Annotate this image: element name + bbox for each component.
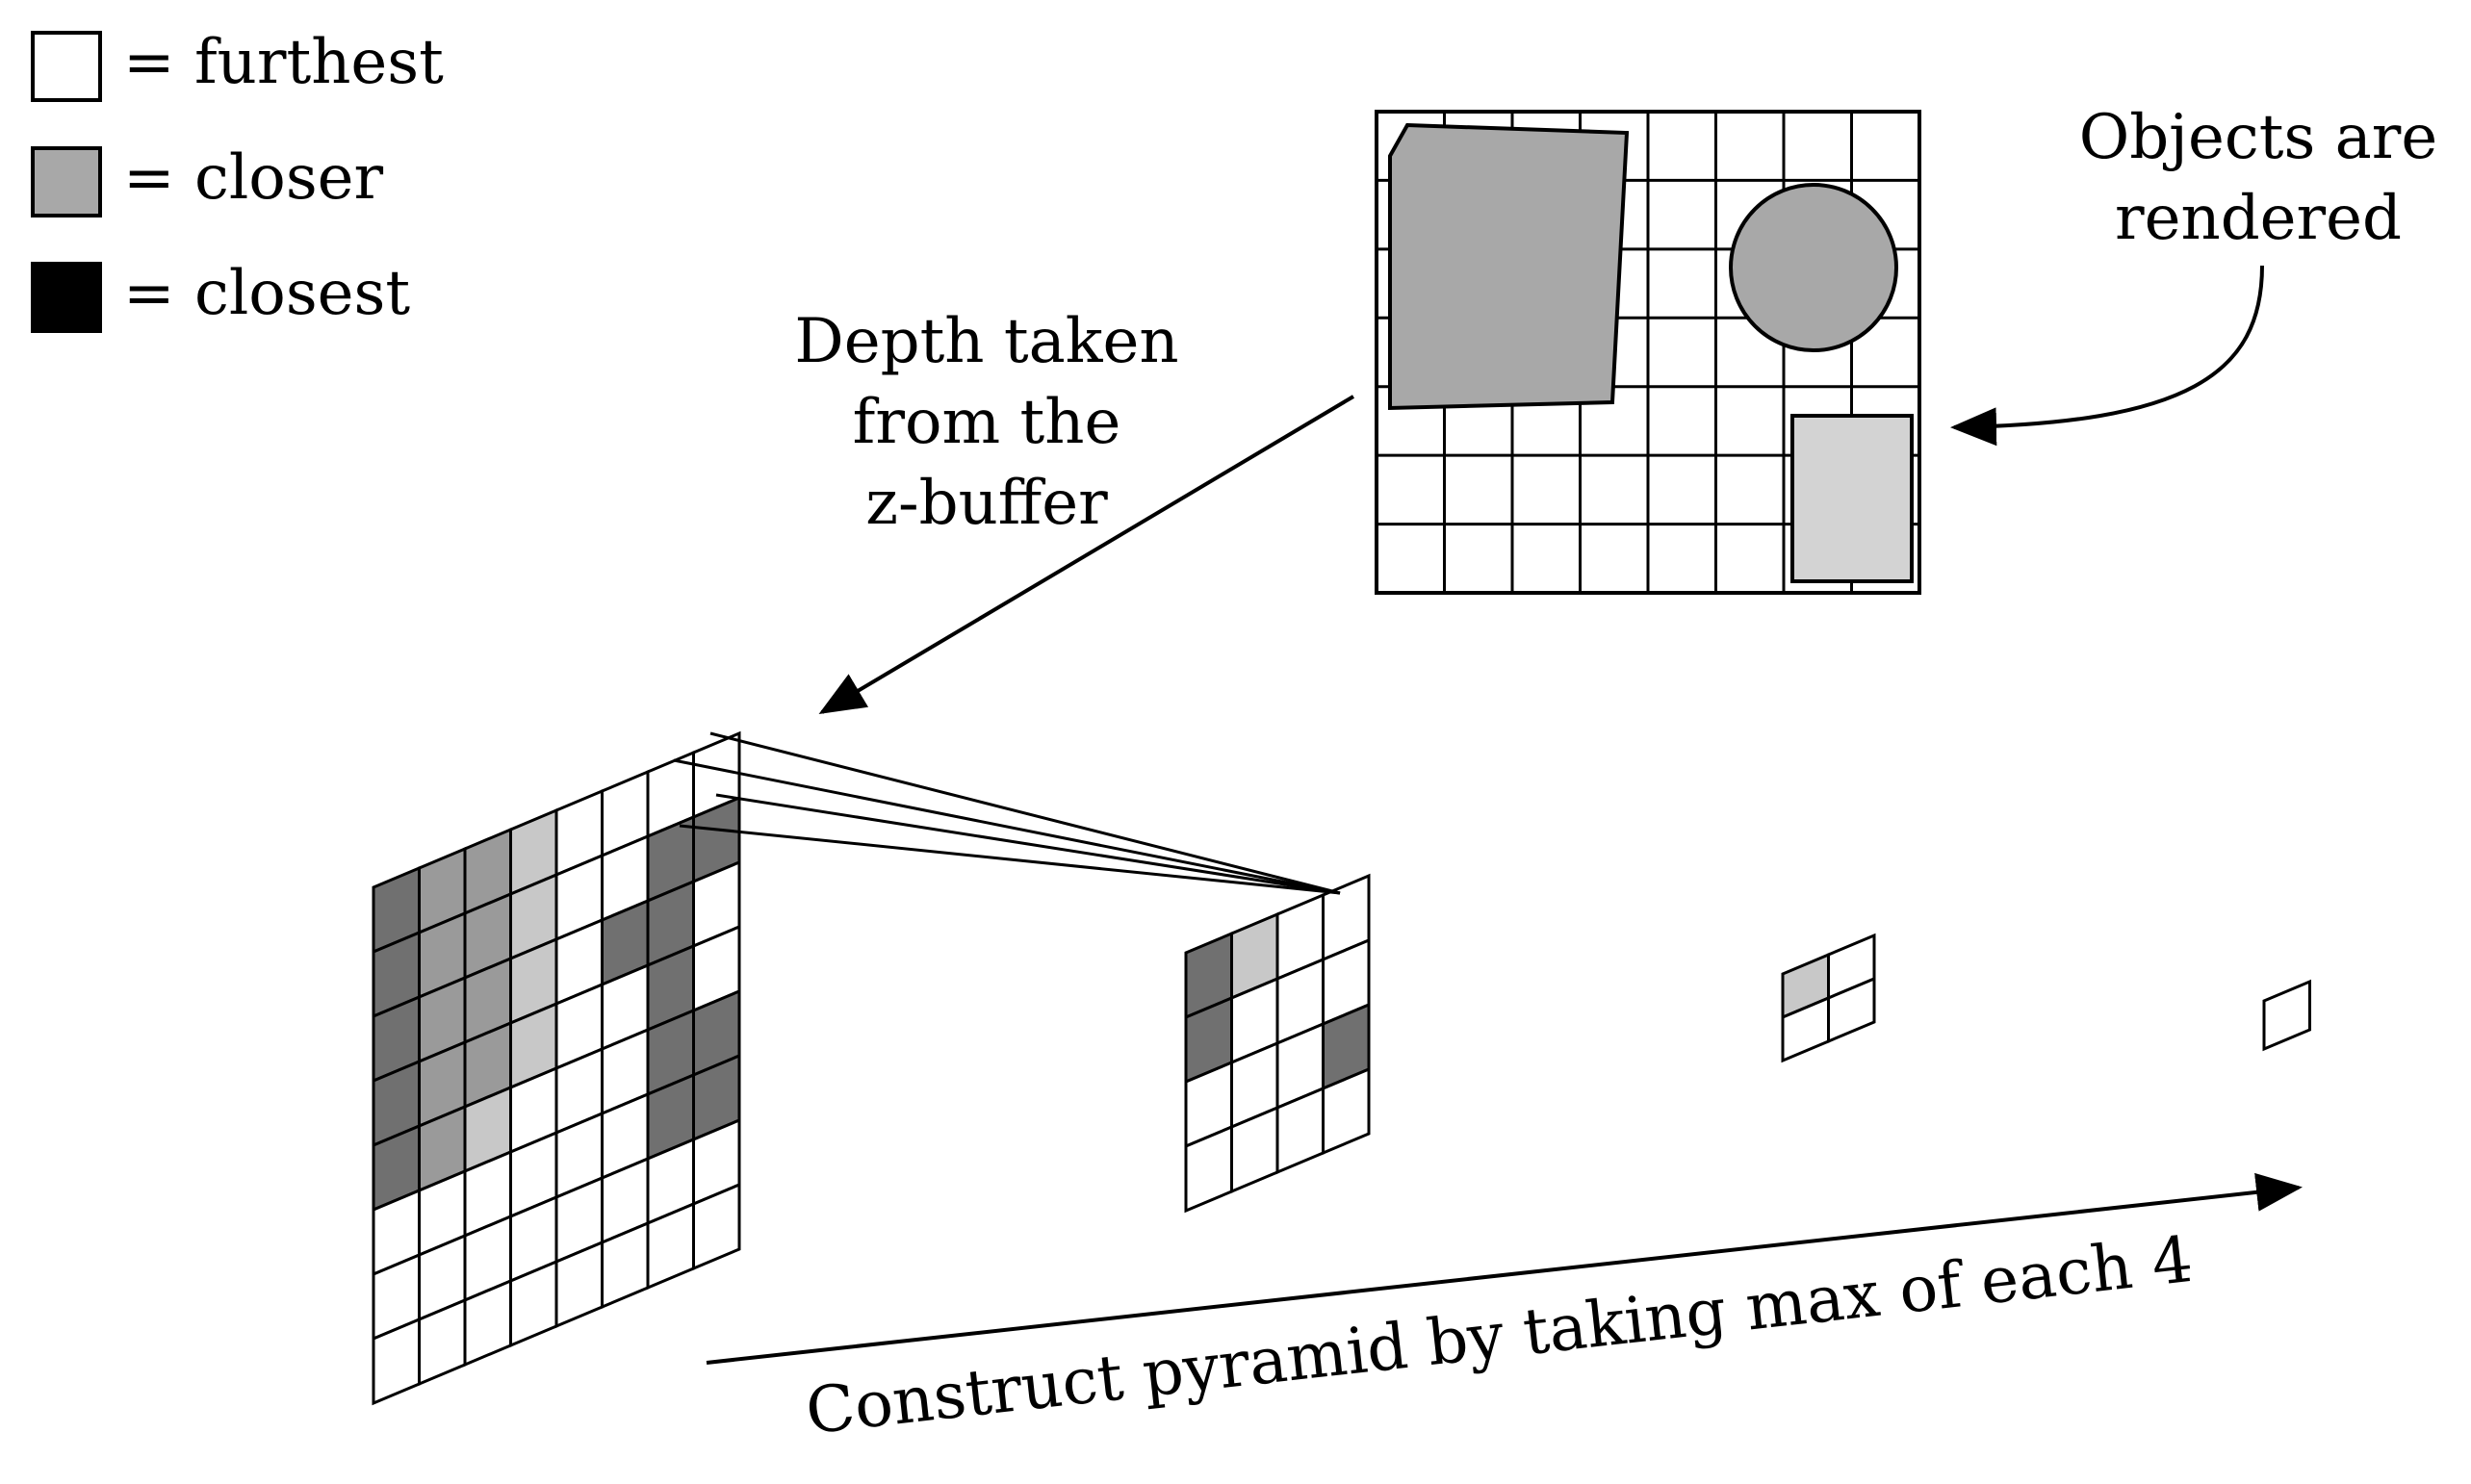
objects-rendered-arrow [1950, 265, 2264, 447]
pyramid-label: Construct pyramid by taking max of each … [802, 1222, 2196, 1448]
downsample-line-4 [679, 824, 1341, 895]
downsample-line-1 [709, 731, 1341, 895]
legend: = furthest = closer = closest [31, 27, 444, 333]
depth-pyramid [372, 730, 2311, 1406]
objects-rendered-line-2: rendered [2115, 183, 2402, 254]
pyramid-cell [1827, 976, 1876, 1044]
downsample-line-2 [673, 758, 1341, 895]
pyramid-cell [692, 1182, 741, 1271]
pyramid-level-0 [372, 730, 741, 1406]
objects-rendered-annotation: Objects are rendered [1950, 102, 2438, 447]
depth-label-line-3: z-buffer [865, 468, 1108, 539]
objects-rendered-line-1: Objects are [2079, 102, 2438, 173]
legend-label-furthest: = furthest [123, 27, 444, 98]
rendered-circle [1729, 183, 1898, 352]
downsample-lines [673, 731, 1341, 895]
legend-label-closer: = closer [123, 142, 384, 214]
rendered-quad [1388, 122, 1630, 411]
legend-item-closest: = closest [31, 258, 410, 333]
pyramid-annotation: Construct pyramid by taking max of each … [706, 1172, 2303, 1448]
pyramid-arrow [706, 1172, 2303, 1365]
depth-label-line-1: Depth taken [794, 306, 1178, 377]
depth-arrow [818, 395, 1355, 715]
pyramid-cell [1322, 1066, 1371, 1156]
legend-label-closest: = closest [123, 258, 410, 329]
depth-annotation: Depth taken from the z-buffer [794, 306, 1355, 715]
legend-item-furthest: = furthest [31, 27, 444, 102]
legend-item-closer: = closer [31, 142, 384, 217]
rendered-rectangle [1790, 414, 1914, 583]
legend-swatch-furthest [31, 31, 102, 102]
downsample-line-3 [715, 793, 1341, 895]
pyramid-level-3 [2262, 979, 2311, 1052]
pyramid-level-2 [1781, 933, 1876, 1063]
render-panel-border [1375, 110, 1921, 595]
legend-swatch-closer [31, 146, 102, 217]
depth-label-line-2: from the [853, 387, 1121, 458]
legend-swatch-closest [31, 262, 102, 333]
pyramid-cell [2262, 979, 2311, 1052]
render-panel [1375, 110, 1921, 595]
pyramid-level-1 [1184, 873, 1371, 1214]
